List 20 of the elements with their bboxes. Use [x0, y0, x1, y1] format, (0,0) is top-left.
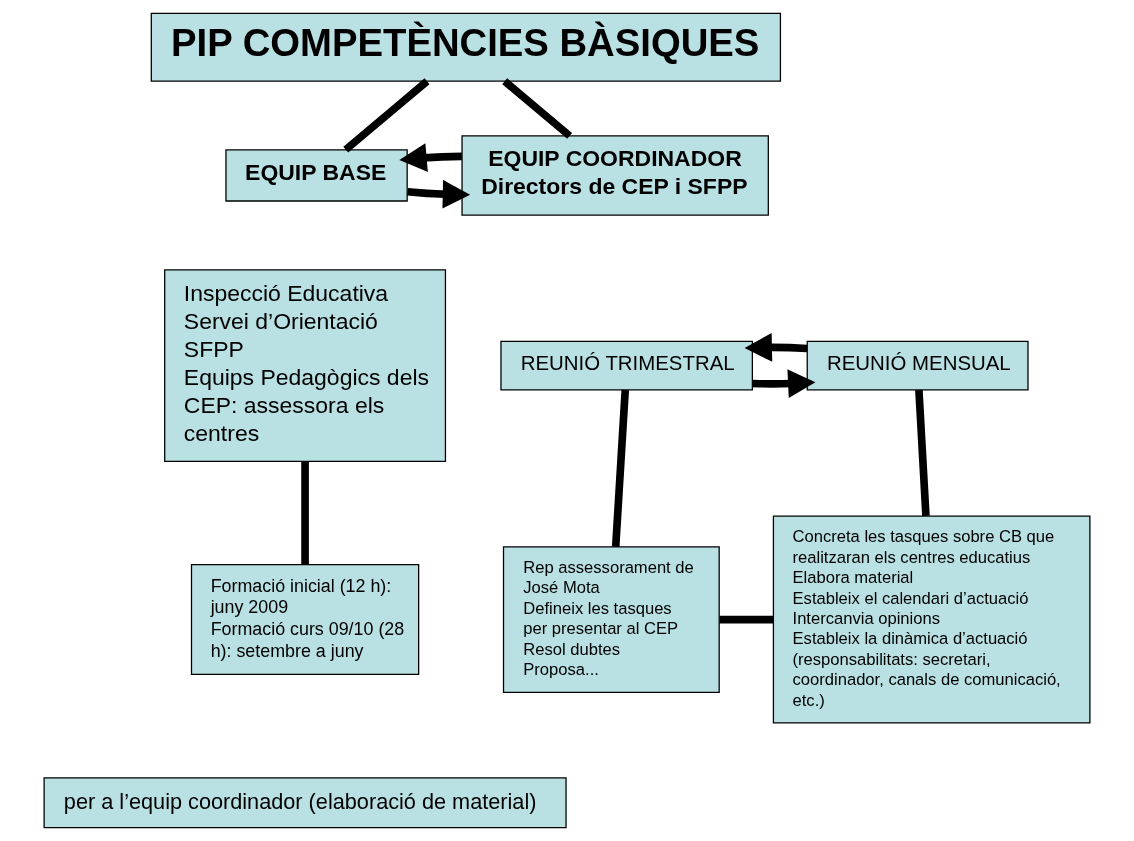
- connector: [502, 78, 573, 139]
- arrow: [744, 333, 808, 362]
- connector: [719, 615, 773, 624]
- node-box: Inspecció Educativa Servei d’Orientació SFPP Equips Pedagògics dels CEP: assessora els centres: [164, 269, 447, 462]
- node-box: EQUIP COORDINADOR Directors de CEP i SFPP: [461, 135, 769, 216]
- node-box: EQUIP BASE: [225, 149, 408, 202]
- node-box: PIP COMPETÈNCIES BÀSIQUES: [150, 12, 782, 82]
- node-box: Concreta les tasques sobre CB que realitzaran els centres educatius Elabora material Estableix el calendari d’actuació Intercanvia opinions Estableix la dinàmica d’actuació (responsabilitats: secretari, coordinador, canals de comunicació, etc.): [772, 515, 1091, 724]
- node-box: REUNIÓ TRIMESTRAL: [500, 340, 753, 391]
- arrow: [752, 369, 816, 399]
- connector: [915, 389, 930, 517]
- node-box: Rep assessorament de José Mota Defineix les tasques per presentar al CEP Resol dubtes Proposa...: [502, 546, 720, 693]
- node-box: per a l’equip coordinador (elaboració de material): [43, 777, 567, 829]
- connector: [301, 461, 309, 565]
- arrow: [407, 179, 471, 209]
- node-box: REUNIÓ MENSUAL: [806, 340, 1029, 391]
- node-box: Formació inicial (12 h): juny 2009 Formació curs 09/10 (28 h): setembre a juny: [190, 564, 420, 676]
- arrow: [399, 143, 462, 172]
- connector: [611, 389, 630, 547]
- connector: [343, 78, 430, 153]
